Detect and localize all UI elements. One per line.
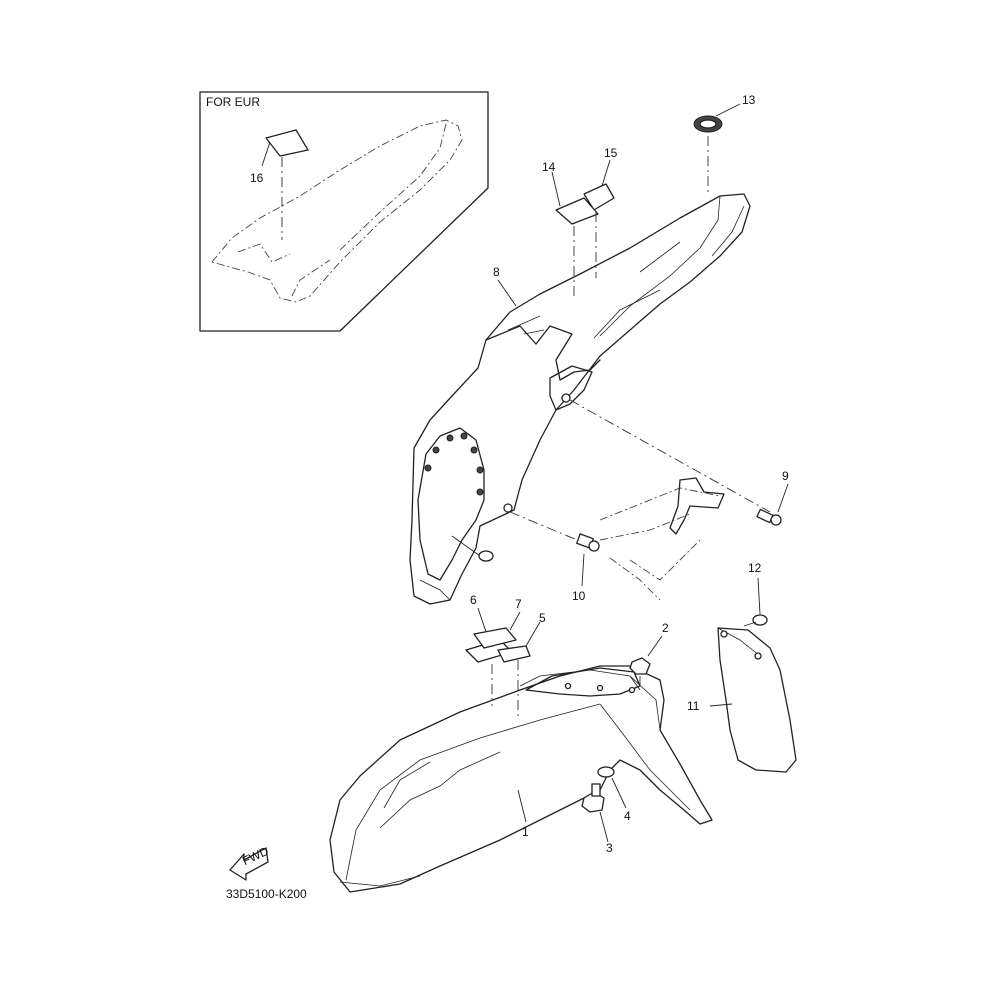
fwd-arrow: FWD (229, 844, 271, 881)
decal-14-15 (551, 159, 615, 296)
callout-14: 14 (542, 160, 556, 174)
callout-11: 11 (687, 699, 700, 713)
drawing-code: 33D5100-K200 (226, 887, 307, 901)
callout-5: 5 (539, 611, 546, 625)
bolt-9 (756, 483, 789, 526)
washer-4 (597, 766, 627, 809)
callout-4: 4 (624, 809, 631, 823)
bolt-3 (581, 783, 609, 843)
mud-flap-11 (709, 627, 797, 773)
rear-fender (409, 193, 751, 605)
callout-10: 10 (572, 589, 586, 603)
decal-5-6-7 (465, 607, 541, 720)
callout-1: 1 (522, 825, 529, 839)
decal-16 (265, 129, 309, 157)
bolt-10 (576, 533, 600, 587)
callout-13: 13 (742, 93, 756, 107)
emblem-13 (693, 103, 741, 194)
callout-9: 9 (782, 469, 789, 483)
nut-2 (629, 635, 663, 690)
callout-6: 6 (470, 593, 477, 607)
callout-12: 12 (748, 561, 762, 575)
inset-for-eur: FOR EUR 16 (199, 91, 489, 332)
callout-15: 15 (604, 146, 618, 160)
callout-3: 3 (606, 841, 613, 855)
frame-ghost (599, 477, 725, 601)
callout-7: 7 (515, 597, 522, 611)
callout-16: 16 (250, 171, 264, 185)
callout-2: 2 (662, 621, 669, 635)
inset-rear-fender-ghost (211, 119, 463, 303)
screw-12 (743, 577, 768, 627)
inset-title: FOR EUR (206, 95, 260, 109)
front-fender (329, 665, 713, 893)
callout-8: 8 (493, 265, 500, 279)
inset-frame (199, 91, 489, 332)
